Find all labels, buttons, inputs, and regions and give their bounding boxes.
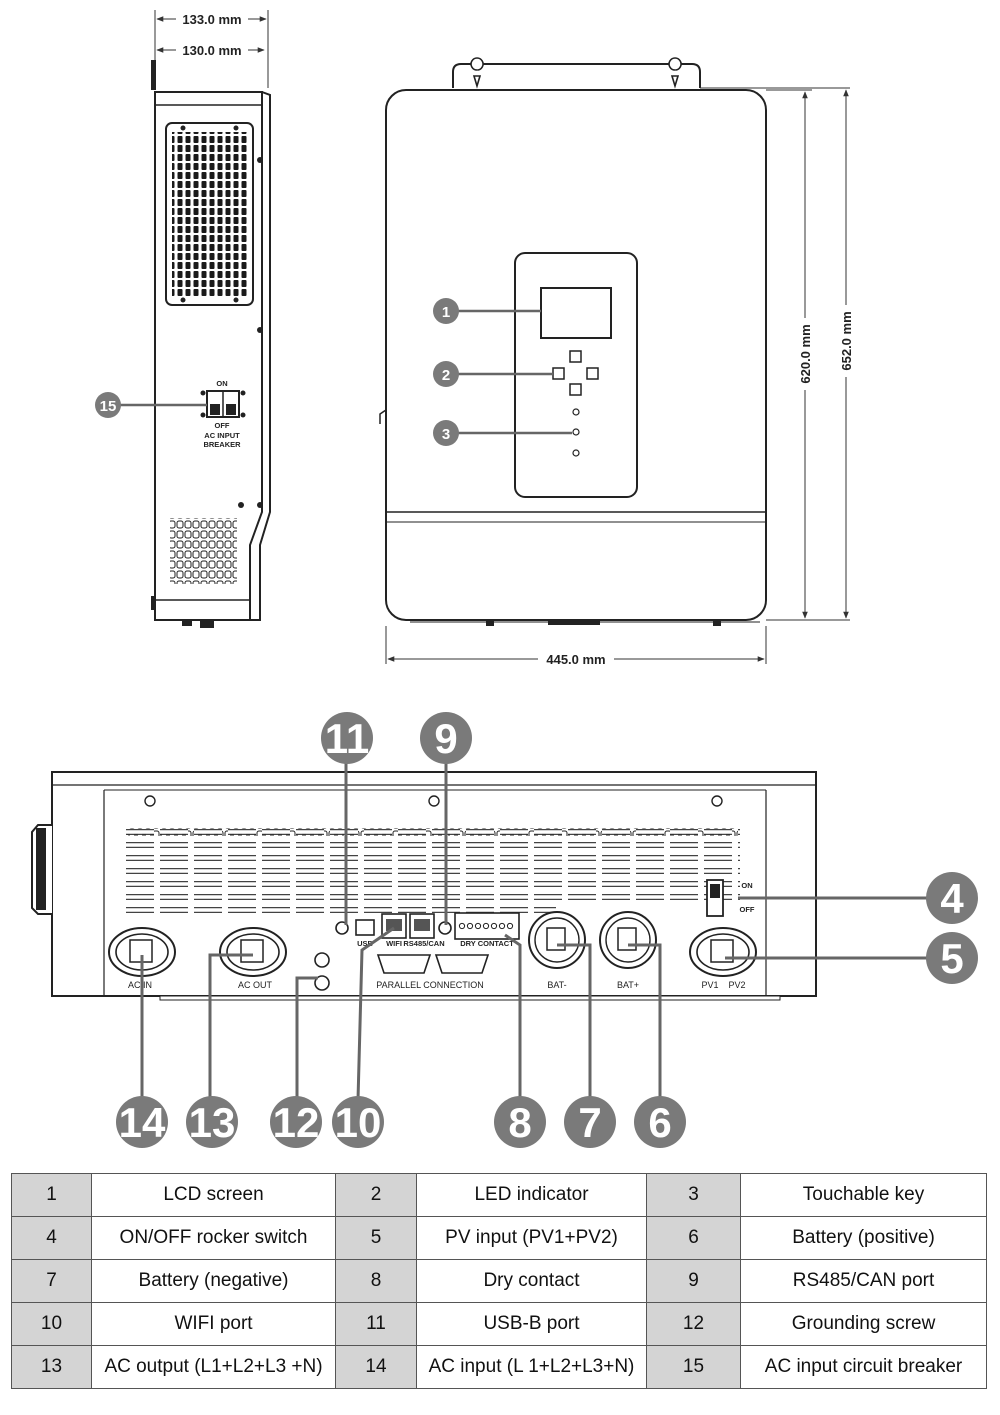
dim-front-height-outer: 652.0 mm bbox=[839, 311, 854, 370]
callout-4: 4 bbox=[940, 875, 964, 922]
port-wifi-label: WIFI bbox=[386, 939, 402, 948]
legend-num: 13 bbox=[11, 1345, 92, 1389]
bottom-switch-on: ON bbox=[741, 881, 752, 890]
dim-side-depth-inner: 130.0 mm bbox=[182, 43, 241, 58]
legend-row: 10 WIFI port 11 USB-B port 12 Grounding … bbox=[11, 1302, 987, 1346]
bottom-callouts: 11 9 4 5 6 7 8 10 12 13 bbox=[116, 712, 978, 1148]
legend-num: 8 bbox=[335, 1259, 417, 1303]
legend-row: 13 AC output (L1+L2+L3 +N) 14 AC input (… bbox=[11, 1345, 987, 1389]
callout-7: 7 bbox=[578, 1099, 601, 1146]
bat-neg-label: BAT- bbox=[547, 980, 566, 990]
legend-label: AC output (L1+L2+L3 +N) bbox=[91, 1345, 336, 1389]
callout-5: 5 bbox=[940, 935, 963, 982]
side-breaker-line1: AC INPUT bbox=[204, 431, 240, 440]
callout-13: 13 bbox=[189, 1099, 236, 1146]
port-usb-label: USB bbox=[357, 939, 373, 948]
legend-num: 12 bbox=[646, 1302, 741, 1346]
legend-num: 1 bbox=[11, 1173, 92, 1217]
side-switch-on: ON bbox=[216, 379, 227, 388]
legend-label: AC input circuit breaker bbox=[740, 1345, 987, 1389]
dim-side-depth-outer: 133.0 mm bbox=[182, 12, 241, 27]
legend-num: 7 bbox=[11, 1259, 92, 1303]
legend-num: 3 bbox=[646, 1173, 741, 1217]
callout-9: 9 bbox=[434, 715, 457, 762]
callout-6: 6 bbox=[648, 1099, 671, 1146]
callout-14: 14 bbox=[119, 1099, 166, 1146]
side-breaker-line2: BREAKER bbox=[203, 440, 241, 449]
bat-pos-label: BAT+ bbox=[617, 980, 639, 990]
legend-num: 14 bbox=[335, 1345, 417, 1389]
legend-label: LED indicator bbox=[416, 1173, 647, 1217]
callout-3: 3 bbox=[442, 426, 450, 443]
parallel-label: PARALLEL CONNECTION bbox=[376, 980, 484, 990]
callout-2: 2 bbox=[442, 367, 450, 384]
ac-in-label: AC IN bbox=[128, 980, 152, 990]
side-view: 133.0 mm 130.0 mm ON OFF AC bbox=[151, 10, 271, 628]
legend-num: 9 bbox=[646, 1259, 741, 1303]
legend-label: Battery (negative) bbox=[91, 1259, 336, 1303]
legend-label: Dry contact bbox=[416, 1259, 647, 1303]
dim-front-width: 445.0 mm bbox=[546, 652, 605, 667]
callout-10: 10 bbox=[335, 1099, 382, 1146]
port-dry-label: DRY CONTACT bbox=[460, 939, 514, 948]
legend-label: AC input (L 1+L2+L3+N) bbox=[416, 1345, 647, 1389]
legend-label: RS485/CAN port bbox=[740, 1259, 987, 1303]
legend-num: 4 bbox=[11, 1216, 92, 1260]
callout-1: 1 bbox=[442, 304, 450, 321]
pv1-label: PV1 bbox=[701, 980, 718, 990]
legend-label: ON/OFF rocker switch bbox=[91, 1216, 336, 1260]
legend-label: PV input (PV1+PV2) bbox=[416, 1216, 647, 1260]
callout-12: 12 bbox=[273, 1099, 320, 1146]
callout-11: 11 bbox=[325, 715, 369, 762]
callout-8: 8 bbox=[508, 1099, 531, 1146]
legend-num: 5 bbox=[335, 1216, 417, 1260]
legend-row: 7 Battery (negative) 8 Dry contact 9 RS4… bbox=[11, 1259, 987, 1303]
legend-row: 1 LCD screen 2 LED indicator 3 Touchable… bbox=[11, 1173, 987, 1217]
pv2-label: PV2 bbox=[728, 980, 745, 990]
legend-row: 4 ON/OFF rocker switch 5 PV input (PV1+P… bbox=[11, 1216, 987, 1260]
legend-label: Grounding screw bbox=[740, 1302, 987, 1346]
legend-num: 10 bbox=[11, 1302, 92, 1346]
bottom-switch-off: OFF bbox=[740, 905, 755, 914]
legend-table: 1 LCD screen 2 LED indicator 3 Touchable… bbox=[11, 1173, 987, 1389]
dim-front-height-inner: 620.0 mm bbox=[798, 324, 813, 383]
inverter-diagram: 133.0 mm 130.0 mm ON OFF AC bbox=[31, 10, 978, 1148]
legend-num: 11 bbox=[335, 1302, 417, 1346]
legend-label: USB-B port bbox=[416, 1302, 647, 1346]
front-callouts: 1 2 3 15 bbox=[95, 298, 572, 446]
legend-num: 15 bbox=[646, 1345, 741, 1389]
legend-label: Battery (positive) bbox=[740, 1216, 987, 1260]
legend-label: LCD screen bbox=[91, 1173, 336, 1217]
legend-num: 6 bbox=[646, 1216, 741, 1260]
ac-out-label: AC OUT bbox=[238, 980, 273, 990]
legend-label: WIFI port bbox=[91, 1302, 336, 1346]
side-switch-off: OFF bbox=[215, 421, 230, 430]
port-rs485-label: RS485/CAN bbox=[403, 939, 444, 948]
bottom-view: USB WIFI RS485/CAN DRY CONTACT PARALLEL … bbox=[31, 771, 817, 1001]
legend-label: Touchable key bbox=[740, 1173, 987, 1217]
front-view: 620.0 mm 652.0 mm 445.0 mm bbox=[379, 57, 856, 667]
legend-num: 2 bbox=[335, 1173, 417, 1217]
callout-15: 15 bbox=[100, 398, 117, 415]
